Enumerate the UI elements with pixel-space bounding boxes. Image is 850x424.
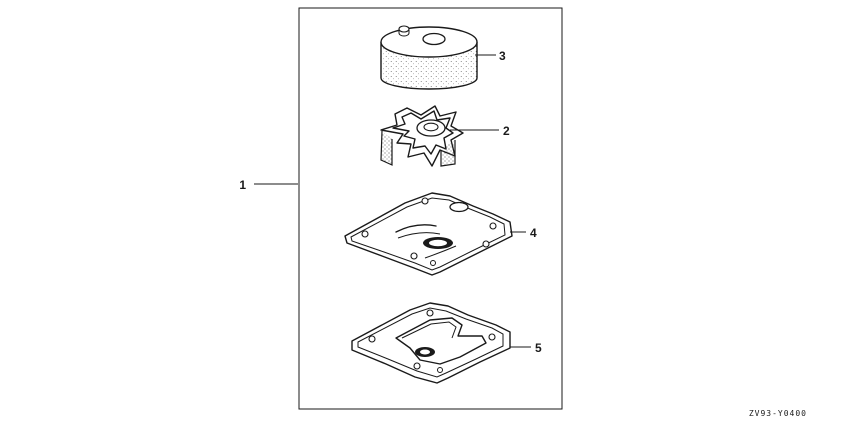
callout-impeller: 2 bbox=[503, 124, 510, 138]
callout-lower-gasket: 5 bbox=[535, 341, 542, 355]
diagram-code: ZV93-Y0400 bbox=[749, 409, 807, 418]
lower-gasket-drawing bbox=[351, 302, 511, 384]
callout-housing: 3 bbox=[499, 49, 506, 63]
callout-kit: 1 bbox=[239, 178, 246, 192]
callout-upper-gasket: 4 bbox=[530, 226, 537, 240]
kit-bracket-frame bbox=[298, 7, 563, 410]
pump-housing-drawing bbox=[380, 25, 478, 90]
upper-gasket-drawing bbox=[344, 192, 513, 276]
impeller-drawing bbox=[380, 105, 464, 167]
